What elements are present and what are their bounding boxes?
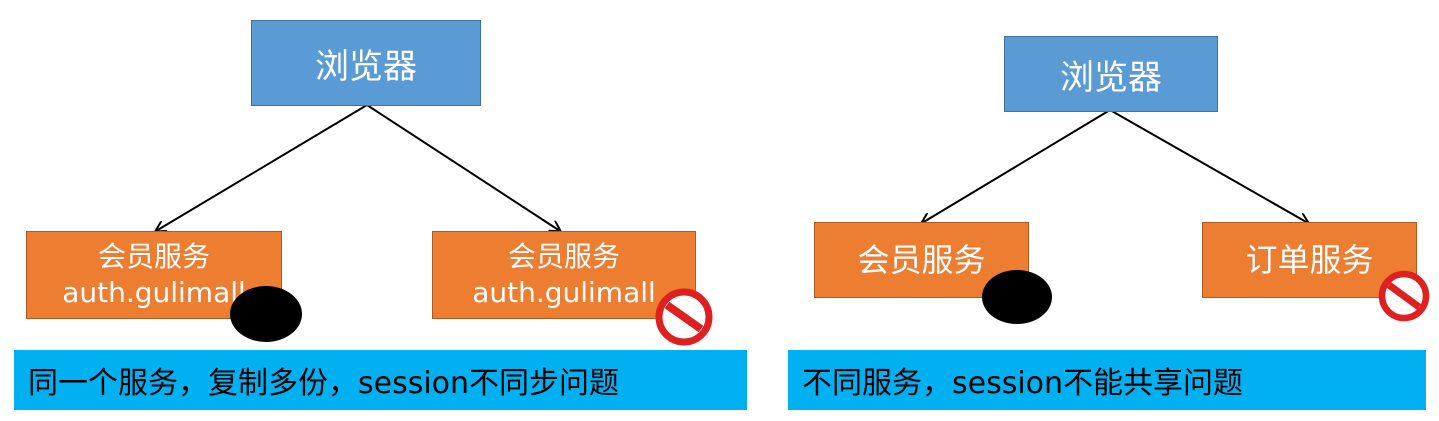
session-dot-icon: [982, 270, 1052, 324]
left-service-b-domain: auth.gulimall: [472, 276, 656, 309]
left-caption: 同一个服务，复制多份，session不同步问题: [28, 366, 620, 401]
right-browser-label: 浏览器: [1060, 57, 1162, 98]
left-service-a-box: 会员服务 auth.gulimall: [26, 231, 282, 319]
arrow-left-to-service-b: [366, 104, 560, 231]
left-service-b-name: 会员服务: [507, 240, 620, 273]
right-caption: 不同服务，session不能共享问题: [802, 366, 1244, 401]
left-browser-label: 浏览器: [315, 46, 417, 87]
left-service-b-box: 会员服务 auth.gulimall: [432, 231, 696, 319]
arrow-right-to-service-a: [922, 109, 1111, 223]
right-caption-banner: 不同服务，session不能共享问题: [788, 350, 1426, 410]
left-service-a-domain: auth.gulimall: [62, 276, 246, 309]
right-browser-box: 浏览器: [1004, 36, 1218, 112]
arrow-left-to-service-a: [156, 104, 368, 231]
right-service-b-name: 订单服务: [1245, 241, 1374, 279]
left-caption-banner: 同一个服务，复制多份，session不同步问题: [14, 350, 747, 410]
left-service-a-name: 会员服务: [97, 240, 210, 273]
session-dot-icon: [230, 286, 302, 342]
right-service-a-name: 会员服务: [857, 241, 986, 279]
no-entry-icon: [1378, 270, 1430, 322]
no-entry-icon: [655, 288, 713, 346]
arrow-right-to-service-b: [1109, 109, 1308, 223]
left-browser-box: 浏览器: [251, 20, 481, 106]
